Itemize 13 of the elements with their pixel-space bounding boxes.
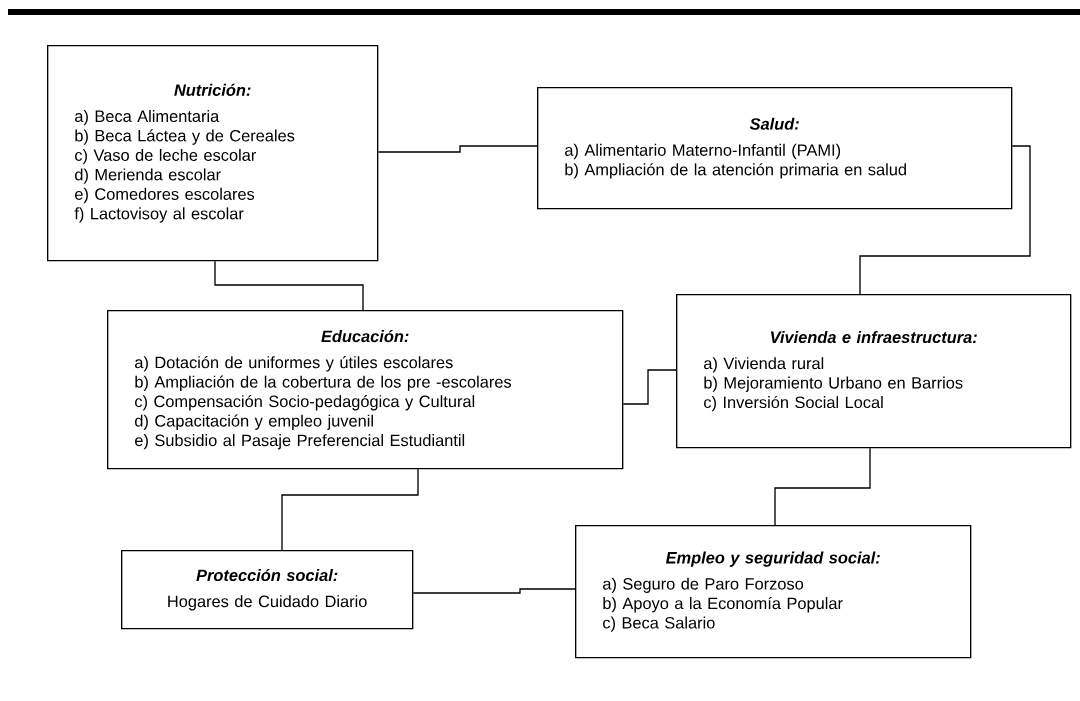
connector [214, 260, 364, 311]
connector [622, 369, 677, 405]
program-box: Empleo y seguridad social: a) Seguro de Paro Forzoso b) Apoyo a la Economía Popular c) Beca Salario [575, 525, 972, 659]
connector [412, 588, 576, 594]
program-box: Protección social: Hogares de Cuidado Diario [121, 550, 414, 630]
program-box: Educación: a) Dotación de uniformes y útiles escolares b) Ampliación de la cobertura de los pre -escolares c) Compensación Socio-pedagógica y Cultural d) Capacitación y empleo juvenil e) Subsidio al Pasaje Preferencial Estudiantil [107, 310, 624, 470]
program-box: Nutrición: a) Beca Alimentaria b) Beca Láctea y de Cereales c) Vaso de leche escolar d) Merienda escolar e) Comedores escolares f) Lactovisoy al escolar [47, 45, 379, 262]
connector [281, 468, 419, 551]
connector [377, 145, 538, 153]
program-box: Salud: a) Alimentario Materno-Infantil (PAMI) b) Ampliación de la atención primaria en salud [537, 87, 1013, 210]
connector [774, 447, 871, 526]
connector [859, 145, 1031, 295]
program-box: Vivienda e infraestructura: a) Vivienda rural b) Mejoramiento Urbano en Barrios c) Inversión Social Local [676, 294, 1072, 449]
